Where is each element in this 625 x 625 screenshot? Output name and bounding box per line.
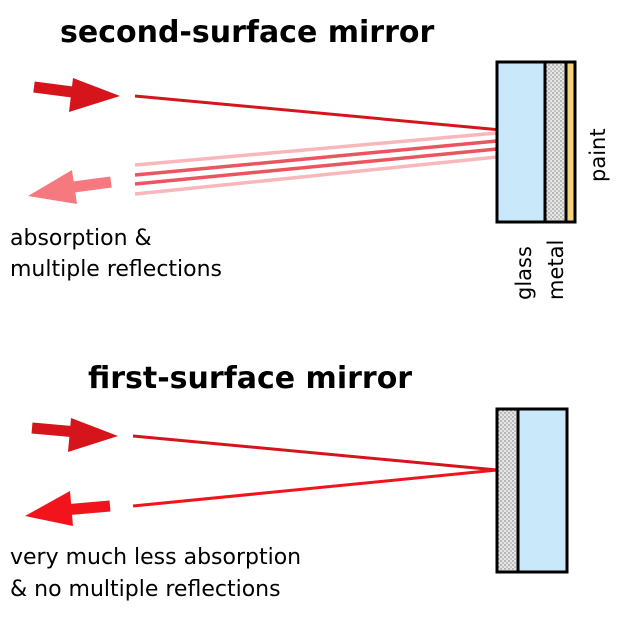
glass-layer [495,60,547,224]
first-surface-title: first-surface mirror [88,361,412,396]
glass-layer [516,407,569,574]
metal-label: metal [544,240,568,300]
second-surface-title: second-surface mirror [60,15,435,50]
second-surface-mirror [495,60,577,224]
paint-layer [564,60,577,224]
metal-layer [495,407,520,574]
first-surface-caption-line2: & no multiple reflections [10,577,281,602]
incident-ray [132,434,498,472]
incoming-arrow-icon [31,418,118,452]
first-surface-caption-line1: very much less absorption [10,545,301,570]
glass-label: glass [512,246,536,300]
outgoing-arrow-icon [28,170,112,204]
metal-layer [543,60,568,224]
reflected-ray [132,468,498,508]
outgoing-arrow-icon [25,491,111,526]
second-surface-caption-line2: multiple reflections [10,257,222,282]
incident-ray [134,94,513,133]
reflected-rays [134,131,498,196]
incoming-arrow-icon [33,78,120,112]
second-surface-caption-line1: absorption & [10,226,152,251]
paint-label: paint [586,128,610,182]
first-surface-mirror [495,407,569,574]
